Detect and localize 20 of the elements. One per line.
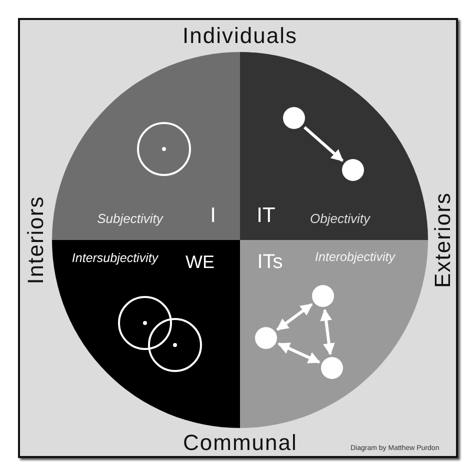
axis-label: Interiors xyxy=(25,196,48,284)
axis-label: Individuals xyxy=(182,25,298,47)
arrow xyxy=(320,308,335,356)
axis-label: Communal xyxy=(183,432,298,454)
arrow xyxy=(304,126,344,162)
quadrant-description: Interobjectivity xyxy=(315,250,395,264)
arrow xyxy=(276,303,313,331)
quadrant-description: Intersubjectivity xyxy=(72,252,158,264)
quadrant-pronoun: ITs xyxy=(257,252,283,272)
axis-label: Exteriors xyxy=(432,192,454,288)
quadrant-pronoun: WE xyxy=(186,253,214,271)
quadrant-pronoun: IT xyxy=(256,204,276,226)
quadrant-description: Subjectivity xyxy=(97,212,163,224)
quadrant xyxy=(52,240,240,428)
quadrant-description: Objectivity xyxy=(310,212,370,224)
quadrant-pronoun: I xyxy=(210,204,216,226)
quadrant xyxy=(52,52,240,240)
arrow xyxy=(278,342,320,364)
quadrant xyxy=(240,52,428,240)
quadrant xyxy=(240,240,428,428)
